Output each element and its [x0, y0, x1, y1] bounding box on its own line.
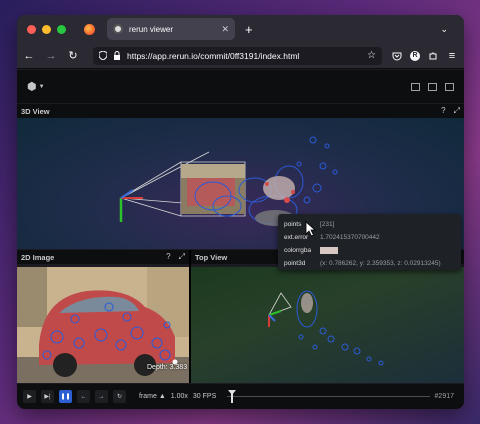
reload-icon[interactable]: ↻ [68, 50, 78, 62]
timeline-track [227, 396, 430, 397]
close-window-button[interactable] [27, 24, 36, 34]
extensions-icon[interactable] [428, 51, 438, 61]
toolbar-right: R ≡ [392, 50, 458, 62]
topview-points [296, 290, 384, 366]
view2d-title[interactable]: 2D Image [21, 252, 55, 262]
tooltip-key: points [284, 221, 302, 228]
list-all-tabs-button[interactable]: ⌄ [440, 23, 448, 34]
view-divider[interactable] [189, 250, 191, 383]
view2d-viewport[interactable]: Depth: 3.383 [17, 267, 189, 383]
timeline-scrubber[interactable] [227, 390, 430, 403]
point-cloud-top [268, 290, 384, 366]
tooltip-row: point3d (x: 0.786262, y: 2.359353, z: 0.… [284, 257, 455, 270]
tab-close-icon[interactable]: ✕ [221, 23, 229, 34]
tooltip-row: ext.error 1.702415370700442 [284, 231, 455, 244]
tooltip-value: [231] [320, 221, 335, 228]
timeline-selector[interactable]: frame ▲ [139, 393, 166, 400]
tab-title: rerun viewer [129, 24, 174, 34]
hover-tooltip: points [231] ext.error 1.702415370700442… [278, 214, 461, 270]
account-avatar-icon[interactable]: R [410, 50, 420, 61]
chevron-down-icon[interactable]: ▼ [38, 83, 45, 90]
step-back-button[interactable]: ← [77, 390, 90, 403]
tooltip-row: colorrgba [284, 244, 455, 257]
viewtop-title[interactable]: Top View [195, 252, 228, 262]
topview-camera [268, 292, 292, 327]
toggle-right-panel-icon[interactable] [445, 82, 454, 91]
mouse-cursor-icon [305, 221, 317, 237]
toggle-bottom-panel-icon[interactable] [428, 82, 437, 91]
toggle-left-panel-icon[interactable] [411, 82, 420, 91]
window-controls [27, 24, 66, 34]
color-swatch [320, 247, 338, 254]
minimize-window-button[interactable] [42, 24, 51, 34]
view2d-actions: ? ⤢ [166, 252, 185, 262]
tooltip-value: 1.702415370700442 [320, 234, 380, 241]
view2d-header: 2D Image ? ⤢ [17, 250, 189, 264]
bookmark-star-icon[interactable]: ☆ [367, 50, 376, 61]
tooltip-value: (x: 0.786262, y: 2.359353, z: 0.02913245… [320, 260, 441, 267]
tooltip-key: colorrgba [284, 247, 312, 254]
rerun-favicon-icon [113, 24, 123, 34]
tooltip-row: points [231] [284, 218, 455, 231]
car-photo [17, 267, 189, 383]
pocket-icon[interactable] [392, 51, 402, 61]
origin-axes [119, 189, 143, 222]
back-icon[interactable]: ← [23, 49, 35, 62]
new-tab-button[interactable]: + [245, 21, 253, 37]
navigation-toolbar: ← → ↻ https://app.rerun.io/commit/0ff319… [17, 43, 464, 69]
current-frame-number: #2917 [434, 393, 454, 400]
view3d-title[interactable]: 3D View [21, 106, 50, 116]
lock-icon[interactable] [113, 51, 121, 60]
browser-window: rerun viewer ✕ + ⌄ ← → ↻ https://app.rer… [17, 15, 464, 409]
loop-button[interactable]: ↻ [113, 390, 126, 403]
timeline-panel: ▶ ▶| ❚❚ ← → ↻ frame ▲ 1.00x 30 FPS #2917 [17, 384, 464, 409]
pause-button[interactable]: ❚❚ [59, 390, 72, 403]
hamburger-menu-icon[interactable]: ≡ [448, 49, 456, 62]
topview-colored-points [301, 293, 313, 313]
fps-setting[interactable]: 30 FPS [192, 393, 217, 400]
time-cursor-handle[interactable] [228, 390, 237, 403]
view3d-header: 3D View ? ⤢ [17, 104, 464, 118]
depth-label: Depth: 3.383 [147, 364, 188, 371]
shield-icon[interactable] [99, 51, 107, 60]
forward-icon[interactable]: → [45, 49, 57, 62]
tab-rerun-viewer[interactable]: rerun viewer ✕ [107, 18, 235, 40]
tooltip-key: point3d [284, 260, 306, 267]
help-icon[interactable]: ? [441, 106, 446, 115]
address-bar[interactable]: https://app.rerun.io/commit/0ff3191/inde… [93, 46, 382, 65]
firefox-view-icon[interactable] [84, 23, 95, 35]
step-forward-button[interactable]: ▶| [41, 390, 54, 403]
tab-strip: rerun viewer ✕ + ⌄ [17, 15, 464, 43]
viewtop-viewport[interactable] [191, 267, 464, 383]
help-icon[interactable]: ? [166, 252, 171, 261]
maximize-icon[interactable]: ⤢ [178, 252, 185, 261]
playback-speed[interactable]: 1.00x [170, 393, 188, 400]
view3d-actions: ? ⤢ [441, 106, 460, 116]
tooltip-key: ext.error [284, 234, 309, 241]
panel-toggles [411, 82, 454, 91]
zoom-window-button[interactable] [57, 24, 66, 34]
rerun-top-panel: ⬢ ▼ [17, 70, 464, 103]
step-next-button[interactable]: → [95, 390, 108, 403]
url-text[interactable]: https://app.rerun.io/commit/0ff3191/inde… [127, 50, 300, 61]
maximize-icon[interactable]: ⤢ [453, 106, 460, 115]
rerun-logo-icon[interactable]: ⬢ [27, 81, 37, 93]
play-button[interactable]: ▶ [23, 390, 36, 403]
